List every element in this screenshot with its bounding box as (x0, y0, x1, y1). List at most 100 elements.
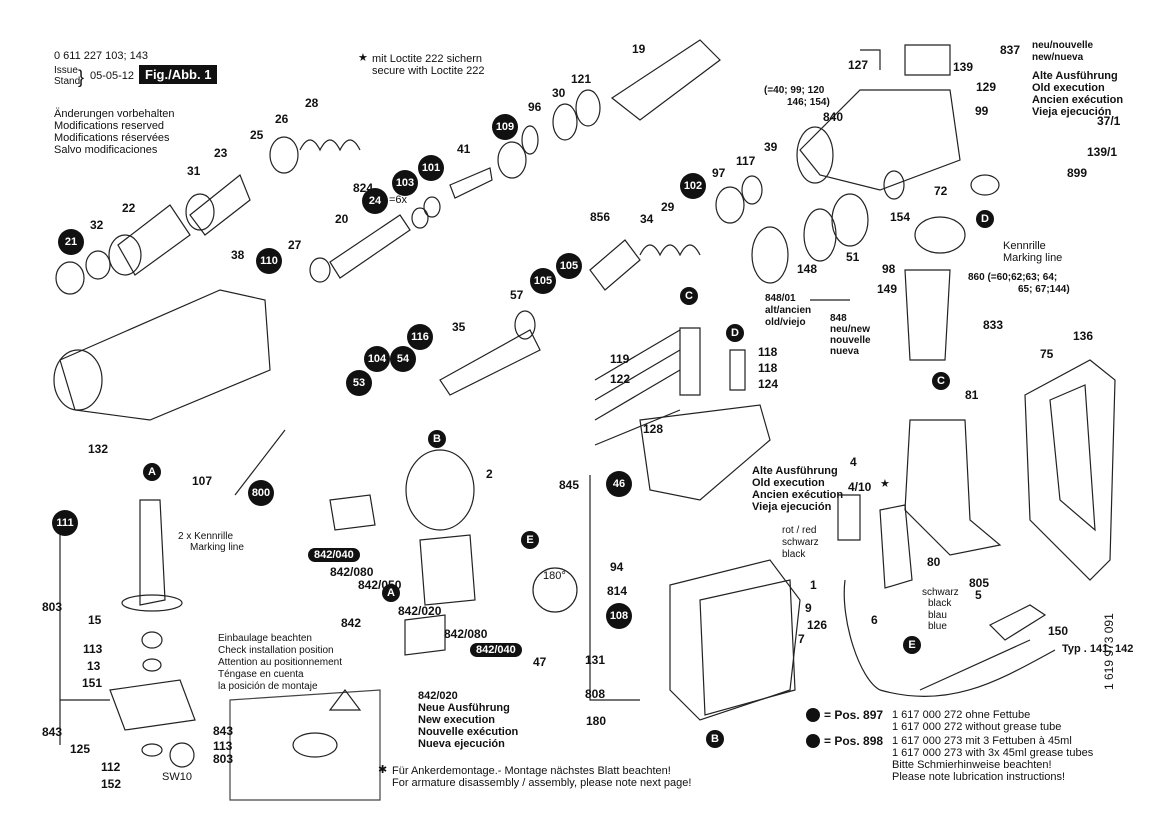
part-75: 75 (1040, 347, 1054, 361)
set-860-2: 65; 67;144) (1018, 284, 1070, 295)
part-117: 117 (736, 154, 756, 168)
part-80: 80 (927, 555, 941, 569)
part-27: 27 (288, 238, 302, 252)
part-842-080: 842/080 (330, 565, 374, 579)
part-15: 15 (88, 613, 102, 627)
marker-a-top: A (143, 463, 161, 481)
part-4: 4 (850, 455, 857, 469)
part-5: 5 (975, 588, 982, 602)
badge-102: 102 (680, 173, 706, 199)
marker-e-mid: E (521, 531, 539, 549)
sw10-label: SW10 (162, 771, 192, 783)
marker-b-bottom: B (706, 730, 724, 748)
color-rot-red: rot / red (782, 525, 817, 536)
part-72: 72 (934, 184, 948, 198)
badge-101: 101 (418, 155, 444, 181)
install-note-1: Einbaulage beachten (218, 633, 312, 644)
part-57: 57 (510, 288, 524, 302)
kennrille-top-1: Kennrille (1003, 240, 1046, 252)
new-exec-4: Nouvelle exécution (418, 726, 519, 738)
mid-old-exec-1: Alte Ausführung (752, 465, 838, 477)
badge-109: 109 (492, 114, 518, 140)
mid-old-exec-3: Ancien exécution (752, 489, 844, 501)
part-28: 28 (305, 96, 319, 110)
neu-nouvelle-1: neu/nouvelle (1032, 40, 1094, 51)
install-note-5: la posición de montaje (218, 681, 318, 692)
old-exec-top-3: Ancien exécution (1032, 94, 1124, 106)
part-899: 899 (1067, 166, 1088, 180)
part-150: 150 (1048, 624, 1069, 638)
part-29: 29 (661, 200, 675, 214)
star-icon: ★ (358, 52, 368, 64)
part-113-b: 113 (213, 739, 233, 753)
install-note-4: Téngase en cuenta (218, 669, 304, 680)
part-4-10: 4/10 (848, 480, 872, 494)
typ-label: Typ . 141; 142 (1062, 643, 1134, 655)
loctite-note-2: secure with Loctite 222 (372, 65, 485, 77)
pos897-label: = Pos. 897 (824, 708, 884, 722)
mid-old-exec-2: Old execution (752, 477, 825, 489)
part-2: 2 (486, 467, 493, 481)
badge-104: 104 (364, 346, 390, 372)
part-127: 127 (848, 58, 869, 72)
part-833: 833 (983, 318, 1004, 332)
part-39: 39 (764, 140, 778, 154)
part-118-a: 118 (758, 345, 778, 359)
badge-111: 111 (52, 510, 78, 536)
part-125: 125 (70, 742, 91, 756)
part-837: 837 (1000, 43, 1021, 57)
changes-line-1: Änderungen vorbehalten (54, 108, 175, 120)
pos897-dot-icon (806, 708, 820, 722)
part-845: 845 (559, 478, 580, 492)
part-128: 128 (643, 422, 664, 436)
part-6: 6 (871, 613, 878, 627)
part-9: 9 (805, 601, 812, 615)
changes-line-2: Modifications reserved (54, 120, 165, 132)
badge-53: 53 (346, 370, 372, 396)
badge-103: 103 (392, 170, 418, 196)
part-37-1: 37/1 (1097, 114, 1121, 128)
part-113: 113 (83, 642, 103, 656)
part-132: 132 (88, 442, 109, 456)
part-843: 843 (42, 725, 63, 739)
part-152: 152 (101, 777, 122, 791)
part-81: 81 (965, 388, 979, 402)
count-6x: =6x (389, 194, 408, 206)
marker-d-top: D (976, 210, 994, 228)
part-35: 35 (452, 320, 466, 334)
figure-label: Fig./Abb. 1 (139, 65, 218, 84)
part-26: 26 (275, 112, 289, 126)
kennrille-top-2: Marking line (1003, 252, 1063, 264)
part-107: 107 (192, 474, 213, 488)
part-842-080-b: 842/080 (444, 627, 488, 641)
color-blue: blue (928, 621, 947, 632)
badge-24: 24 (362, 188, 388, 214)
color-blau: blau (928, 610, 947, 621)
pos898-dot-icon (806, 734, 820, 748)
part-805: 805 (969, 576, 990, 590)
install-note-3: Attention au positionnement (218, 657, 342, 668)
issue-date: 05-05-12 (90, 70, 135, 82)
marker-a-bottom: A (382, 584, 400, 602)
old-exec-top-4: Vieja ejecución (1032, 106, 1112, 118)
badge-105: 105 (556, 253, 582, 279)
neu-nouvelle-2: new/nueva (1032, 52, 1084, 63)
part-112: 112 (101, 760, 121, 774)
set-860-1: 860 (=60;62;63; 64; (968, 272, 1058, 283)
new-exec-5: Nueva ejecución (418, 738, 505, 750)
part-149: 149 (877, 282, 898, 296)
part-126: 126 (807, 618, 828, 632)
deg180-label: 180° (543, 570, 566, 582)
part-98: 98 (882, 262, 896, 276)
pos898-line-1: 1 617 000 273 mit 3 Fettuben à 45ml (892, 735, 1072, 747)
armature-note-1: Für Ankerdemontage.- Montage nächstes Bl… (392, 765, 671, 777)
color-schwarz: schwarz (922, 587, 959, 598)
new-848-4: nueva (830, 346, 859, 357)
part-47: 47 (533, 655, 547, 669)
brace-glyph: } (78, 67, 85, 87)
issue-label: Issue (54, 65, 78, 76)
changes-line-3: Modifications réservées (54, 132, 170, 144)
badge-110: 110 (256, 248, 282, 274)
part-856: 856 (590, 210, 611, 224)
